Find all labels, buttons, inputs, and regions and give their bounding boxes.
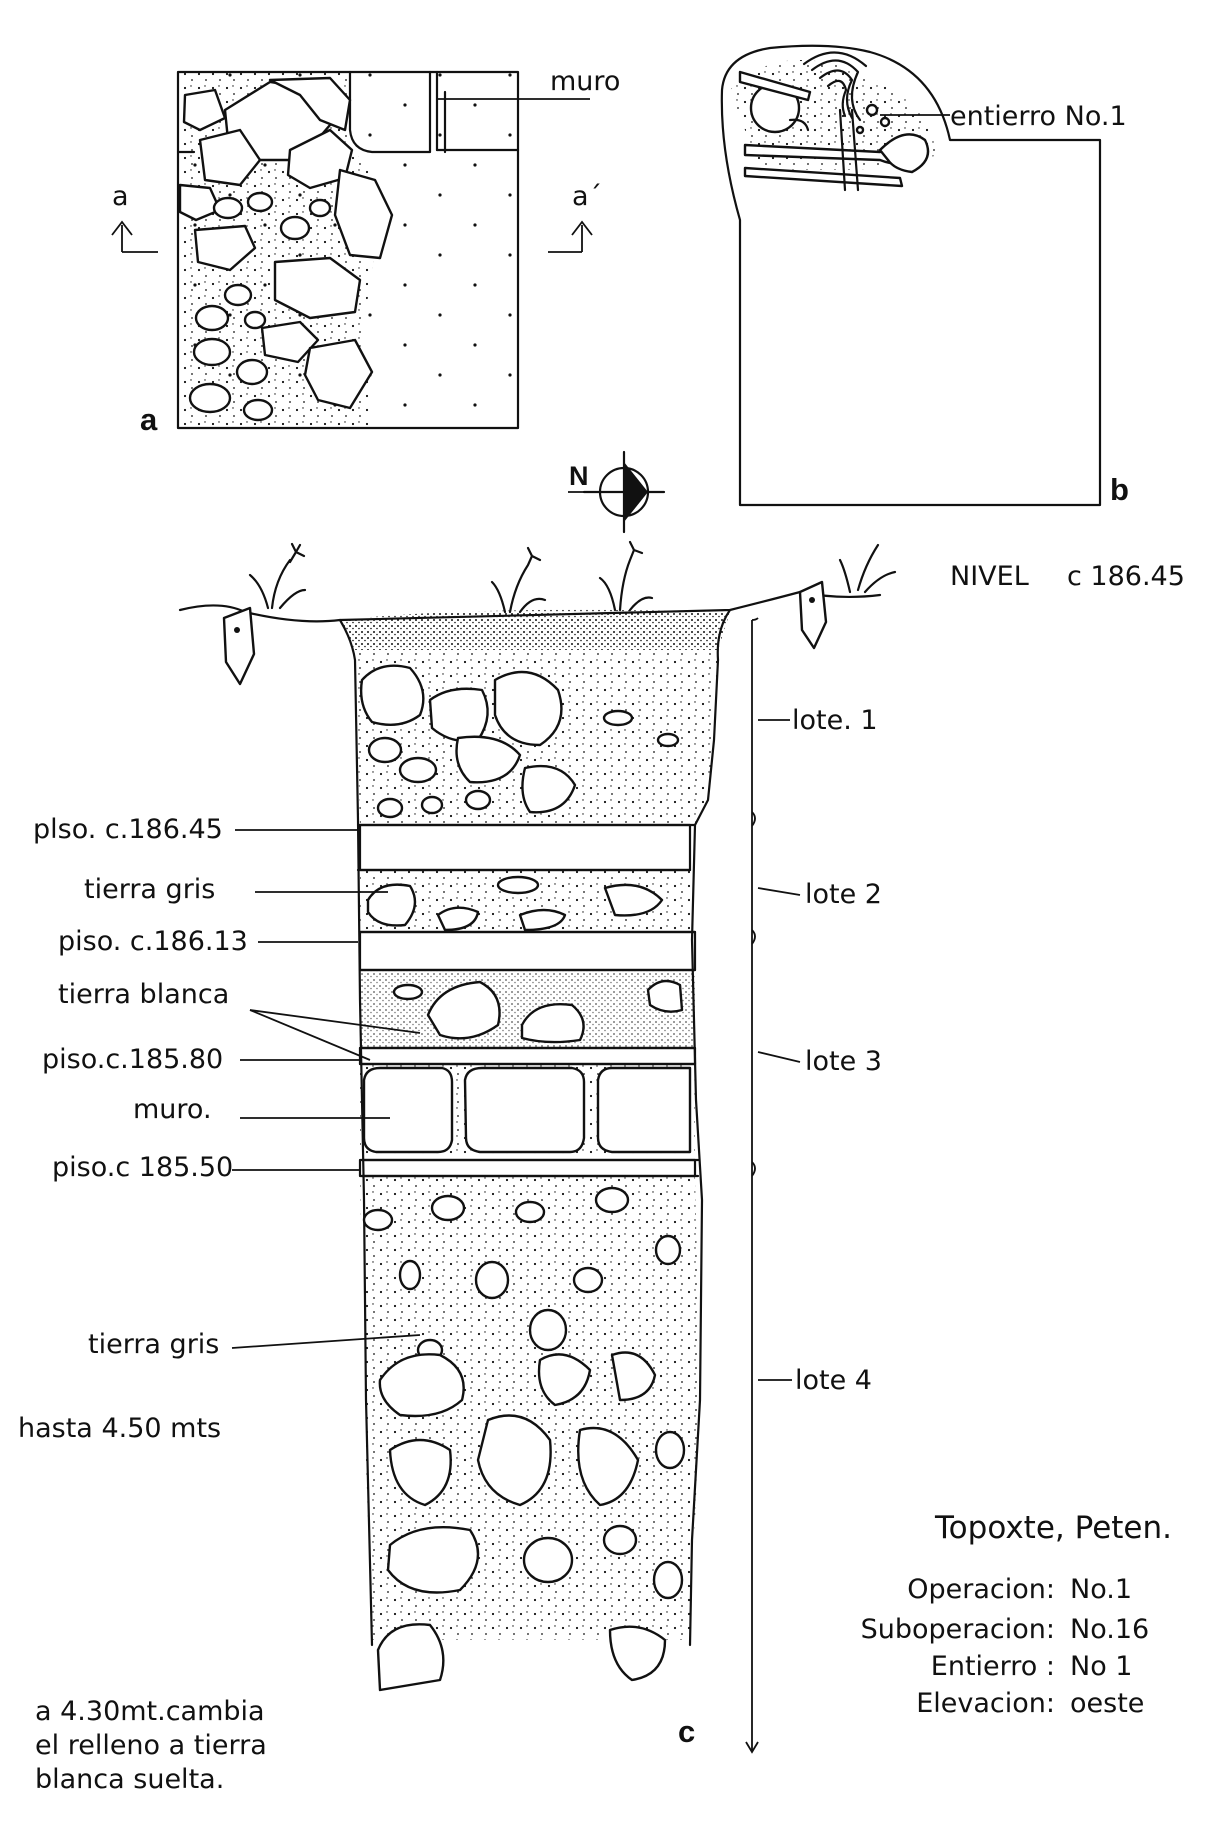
panel-a-letter: a (140, 402, 158, 437)
label-tierra-blanca: tierra blanca (58, 979, 229, 1010)
info-key-suboperacion: Suboperacion: (861, 1614, 1055, 1645)
section-marker-left: a (112, 181, 129, 212)
burial-label: entierro No.1 (950, 101, 1127, 132)
label-floor-185-50: piso.c 185.50 (52, 1152, 233, 1183)
wall-label: muro (550, 66, 620, 97)
panel-c-letter: c (678, 1714, 695, 1749)
label-tierra-gris-upper: tierra gris (84, 874, 215, 905)
info-key-elevacion: Elevacion: (916, 1688, 1055, 1719)
site-title: Topoxte, Peten. (934, 1510, 1172, 1546)
info-value-entierro: No 1 (1070, 1651, 1132, 1682)
bottom-note-line-2: el relleno a tierra (35, 1730, 267, 1761)
label-wall: muro. (133, 1094, 212, 1125)
section-marker-right: a´ (572, 181, 602, 212)
panel-b-plan: entierro No.1 b (720, 44, 1129, 507)
panel-a-plan: muro a a´ a (111, 66, 620, 437)
label-floor-186-13: piso. c.186.13 (58, 926, 248, 957)
label-floor-185-80: piso.c.185.80 (42, 1044, 223, 1075)
depth-note: hasta 4.50 mts (18, 1413, 221, 1444)
lot-2-label: lote 2 (805, 879, 882, 910)
lot-1-label: lote. 1 (792, 705, 878, 736)
lot-4-label: lote 4 (795, 1365, 872, 1396)
info-value-suboperacion: No.16 (1070, 1614, 1149, 1645)
label-tierra-gris-lower: tierra gris (88, 1329, 219, 1360)
panel-b-letter: b (1110, 472, 1129, 507)
info-value-operacion: No.1 (1070, 1574, 1132, 1605)
info-block: Topoxte, Peten. Operacion: No.1 Subopera… (861, 1510, 1172, 1719)
info-key-entierro: Entierro : (931, 1651, 1055, 1682)
north-arrow: N (568, 450, 666, 534)
lot-3-label: lote 3 (805, 1046, 882, 1077)
bottom-note-line-1: a 4.30mt.cambia (35, 1696, 265, 1727)
label-floor-186-45: plso. c.186.45 (33, 814, 223, 845)
north-label: N (569, 461, 589, 491)
bottom-note-line-3: blanca suelta. (35, 1764, 224, 1795)
info-key-operacion: Operacion: (907, 1574, 1055, 1605)
panel-c-profile: NIVEL c 186.45 plso. c.186.45 tierra gri… (18, 540, 1185, 1795)
info-value-elevacion: oeste (1070, 1688, 1144, 1719)
nivel-value: c 186.45 (1067, 561, 1185, 592)
nivel-label: NIVEL (950, 561, 1029, 592)
